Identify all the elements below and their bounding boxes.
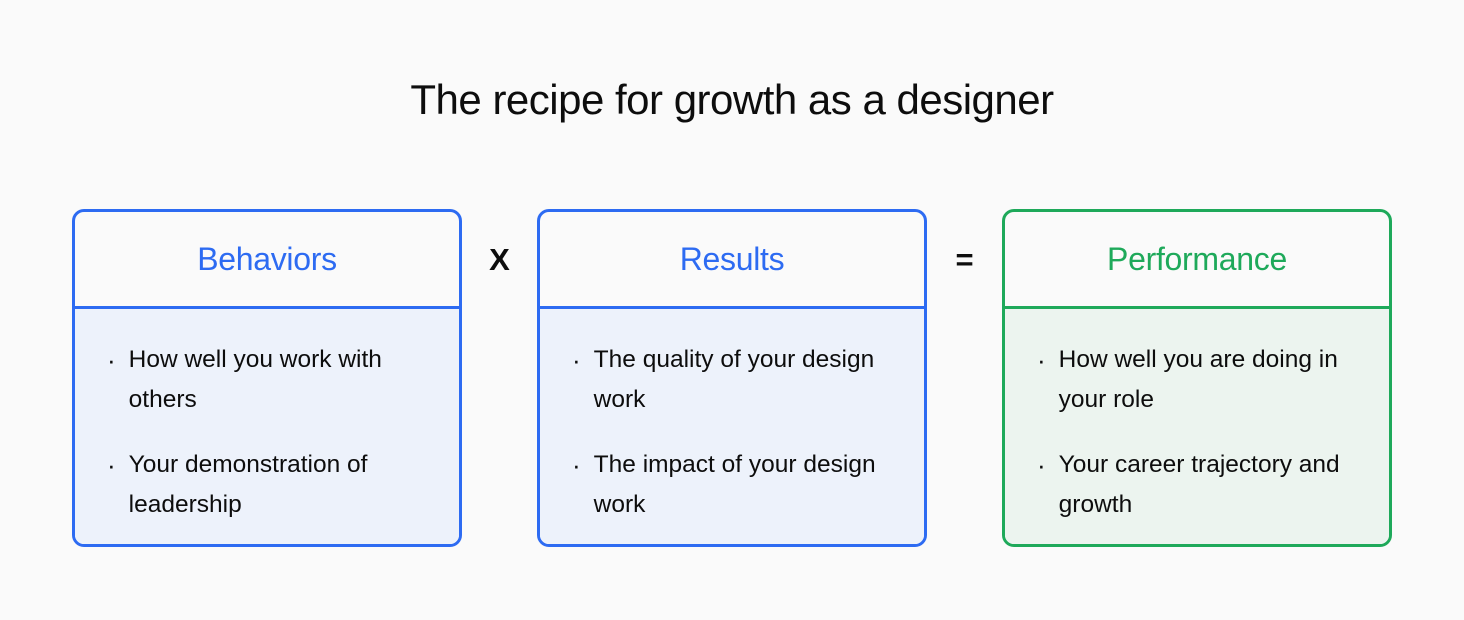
bullet-text: Your career trajectory and growth <box>1058 451 1340 518</box>
card-results-header: Results <box>540 212 924 309</box>
multiply-operator: X <box>489 241 510 277</box>
card-results-title: Results <box>679 240 785 277</box>
bullet-text: The impact of your design work <box>593 451 876 518</box>
equals-operator: = <box>955 241 974 277</box>
bullet-list: · The quality of your design work · The … <box>572 340 894 525</box>
card-behaviors-title: Behaviors <box>197 240 337 277</box>
bullet-icon: · <box>572 345 581 375</box>
bullet-text: The quality of your design work <box>593 346 875 413</box>
card-results-body: · The quality of your design work · The … <box>540 309 924 544</box>
diagram-row: Behaviors · How well you work with other… <box>0 209 1464 547</box>
card-performance-header: Performance <box>1005 212 1389 309</box>
list-item: · The impact of your design work <box>572 445 894 525</box>
bullet-icon: · <box>1037 345 1046 375</box>
bullet-list: · How well you are doing in your role · … <box>1037 340 1359 525</box>
bullet-text: How well you are doing in your role <box>1058 346 1338 413</box>
card-performance-title: Performance <box>1107 240 1287 277</box>
card-results: Results · The quality of your design wor… <box>537 209 927 547</box>
card-performance-body: · How well you are doing in your role · … <box>1005 309 1389 544</box>
bullet-icon: · <box>107 345 116 375</box>
card-behaviors-header: Behaviors <box>75 212 459 309</box>
bullet-icon: · <box>1037 450 1046 480</box>
card-behaviors: Behaviors · How well you work with other… <box>72 209 462 547</box>
bullet-text: How well you work with others <box>128 346 382 413</box>
bullet-text: Your demonstration of leadership <box>128 451 368 518</box>
list-item: · The quality of your design work <box>572 340 894 420</box>
bullet-icon: · <box>107 450 116 480</box>
list-item: · How well you are doing in your role <box>1037 340 1359 420</box>
card-performance: Performance · How well you are doing in … <box>1002 209 1392 547</box>
card-behaviors-body: · How well you work with others · Your d… <box>75 309 459 544</box>
list-item: · Your career trajectory and growth <box>1037 445 1359 525</box>
bullet-icon: · <box>572 450 581 480</box>
bullet-list: · How well you work with others · Your d… <box>107 340 429 525</box>
list-item: · Your demonstration of leadership <box>107 445 429 525</box>
page-title: The recipe for growth as a designer <box>410 76 1054 123</box>
list-item: · How well you work with others <box>107 340 429 420</box>
